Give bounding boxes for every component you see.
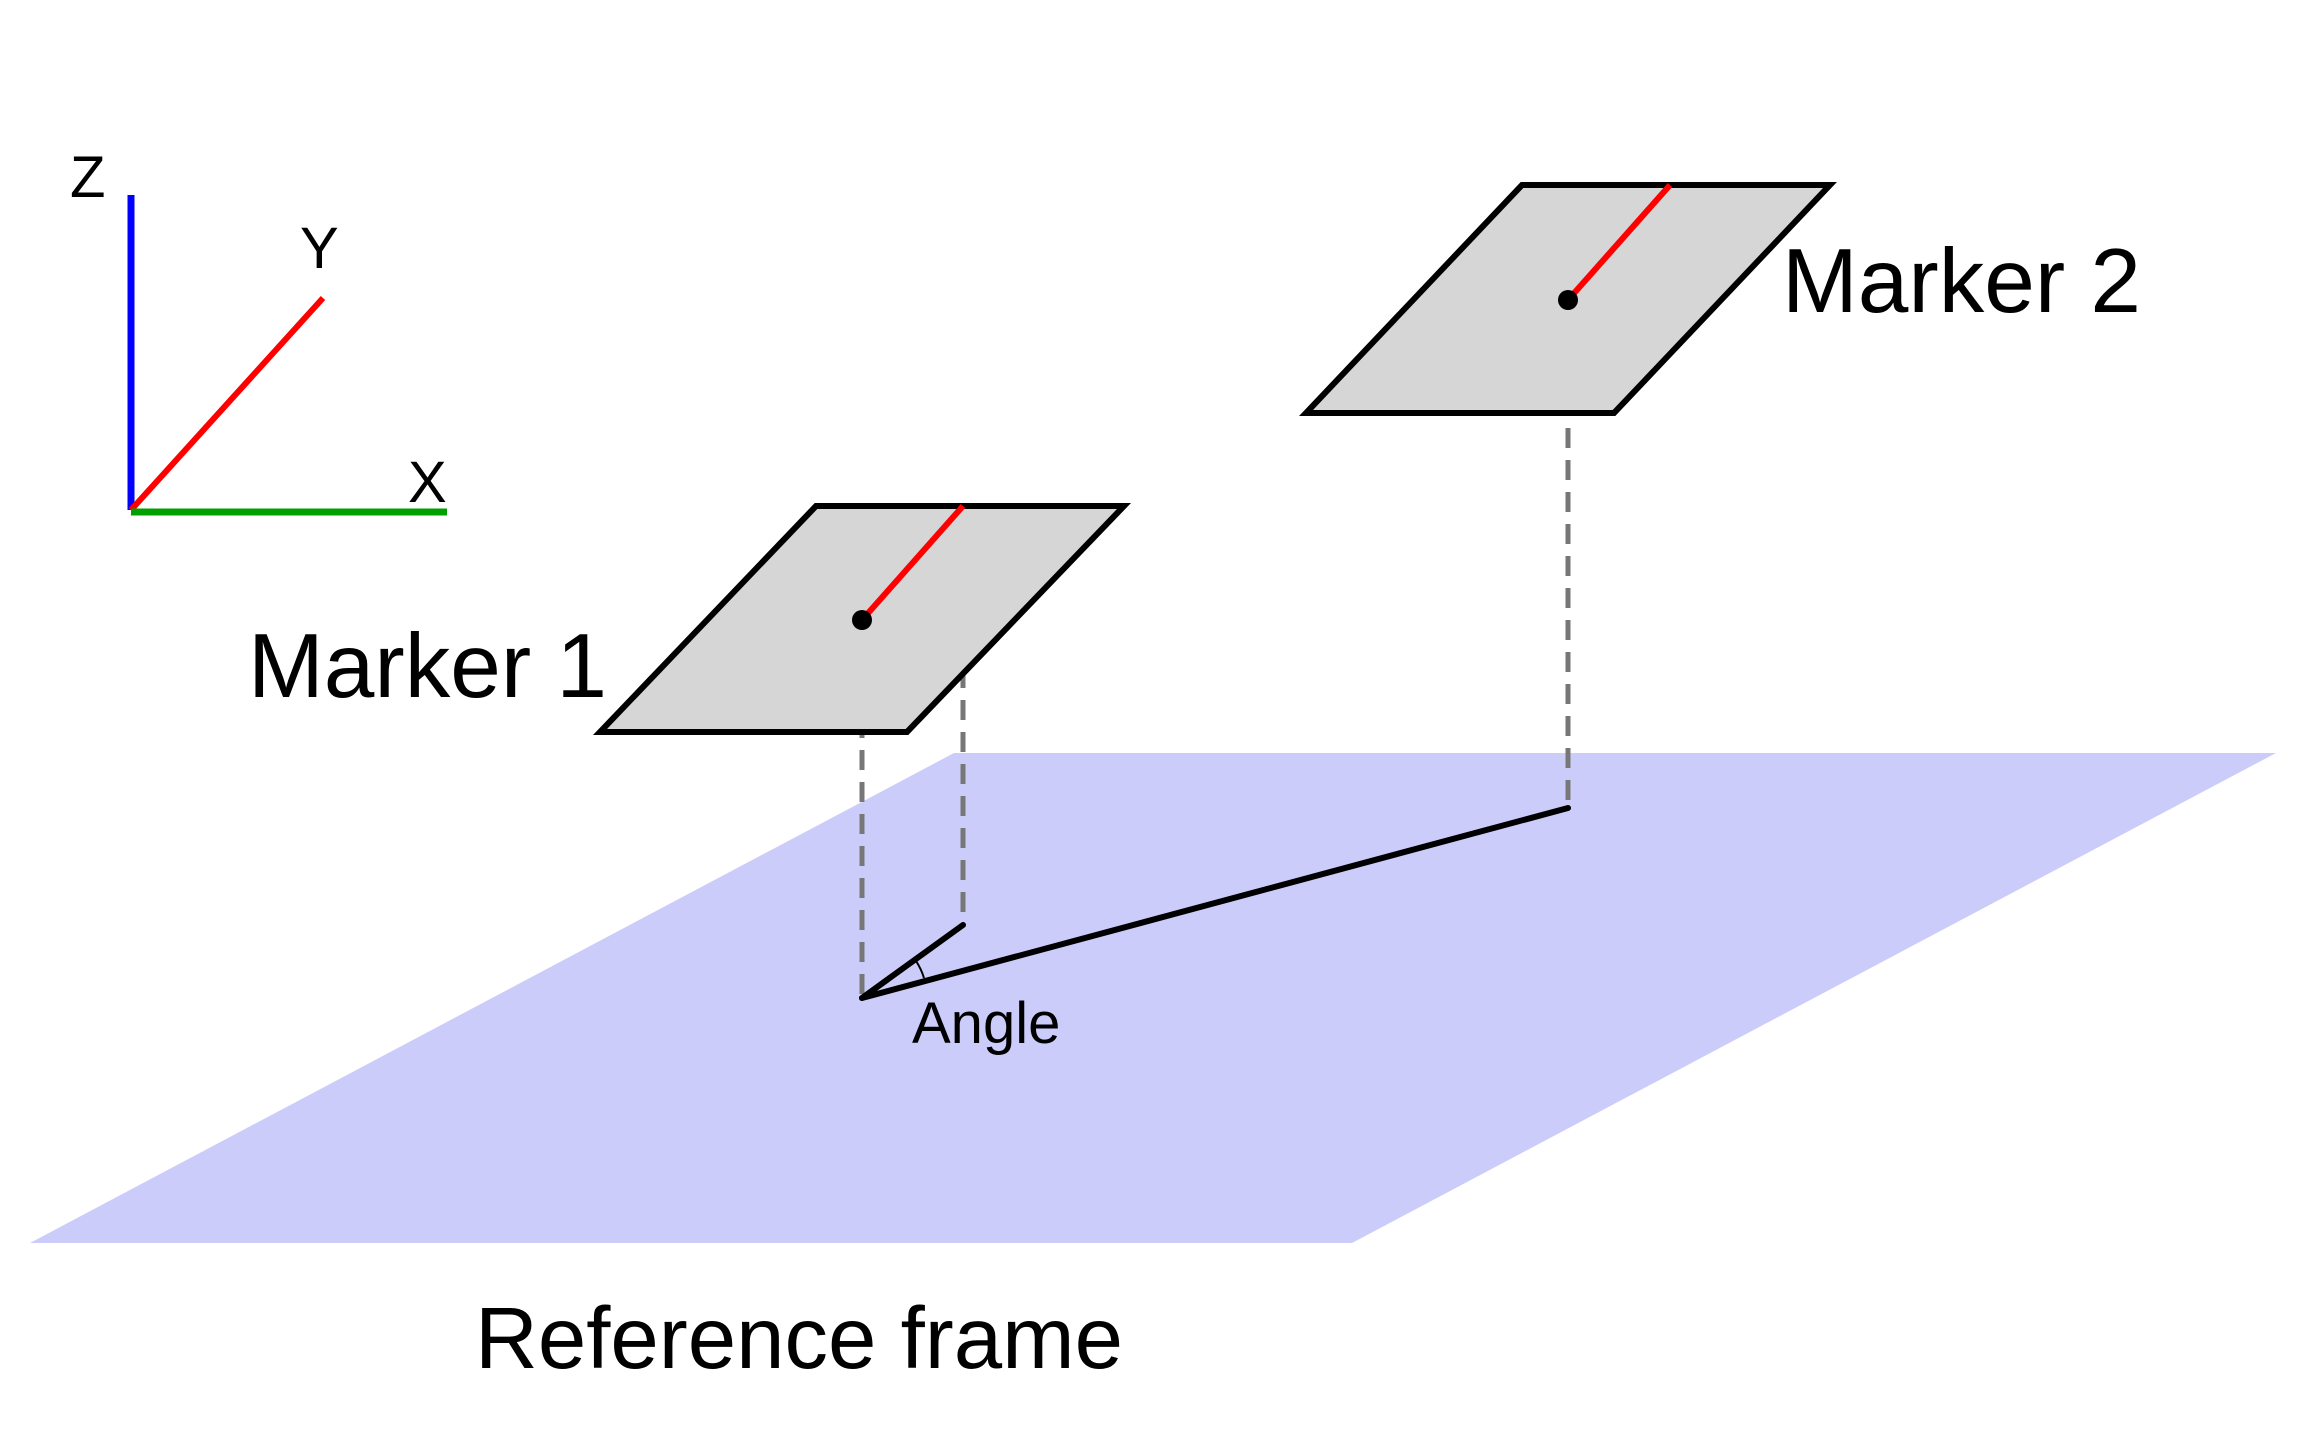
marker-2-axis-line xyxy=(1565,183,1673,302)
marker-2-label: Marker 2 xyxy=(1782,231,2141,332)
marker-2-center-dot xyxy=(1558,290,1578,310)
angle-arc xyxy=(915,960,925,979)
marker-1: Marker 1 xyxy=(248,503,1132,735)
marker-1-projected-axis xyxy=(859,922,966,1001)
angle-label: Angle xyxy=(912,991,1060,1056)
reference-plane xyxy=(30,753,2276,1243)
marker-1-axis-line xyxy=(859,504,966,622)
angle-construction: Angle xyxy=(859,805,1571,1056)
y-axis-line xyxy=(128,295,326,513)
marker-1-center-dot xyxy=(852,610,872,630)
x-axis-label: X xyxy=(408,450,447,515)
axes-legend: Z Y X xyxy=(70,145,447,516)
reference-frame-label: Reference frame xyxy=(475,1290,1123,1387)
marker-2: Marker 2 xyxy=(1299,182,2141,416)
z-axis-label: Z xyxy=(70,145,105,210)
marker-1-label: Marker 1 xyxy=(248,616,607,717)
y-axis-label: Y xyxy=(300,216,339,281)
marker-connection-line xyxy=(859,805,1571,1001)
